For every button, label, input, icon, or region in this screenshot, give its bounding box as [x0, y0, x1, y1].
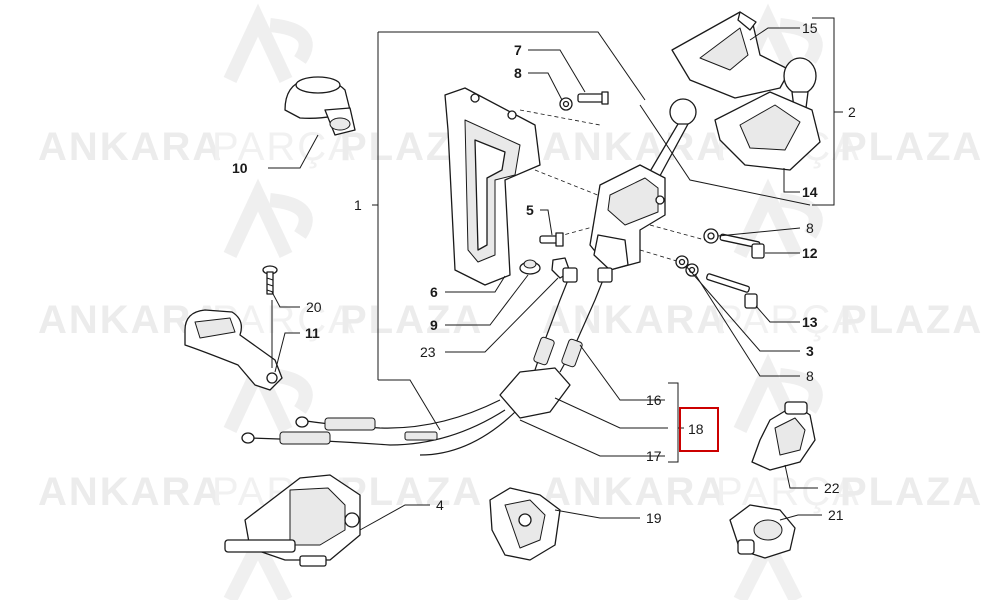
part-8-washer-top	[559, 97, 573, 111]
dash-washer	[649, 224, 706, 241]
watermark-text: ANKARA PARÇA PLAZA ANKARA PARÇA PLAZA AN…	[38, 125, 983, 514]
part-14-knob-boot	[714, 57, 821, 171]
part-3-nut	[675, 255, 689, 269]
callout-6: 6	[430, 284, 438, 300]
callout-13: 13	[802, 314, 818, 330]
callout-8-top: 8	[514, 65, 522, 81]
callout-11: 11	[305, 325, 320, 341]
callout-7: 7	[514, 42, 522, 58]
wm-r2-f: PLAZA	[840, 298, 983, 342]
part-19-mount	[489, 487, 561, 561]
callout-20: 20	[306, 299, 322, 315]
part-11-lever	[184, 309, 283, 391]
part-16-17-cables	[241, 267, 613, 456]
frame-18-bracket	[668, 382, 679, 463]
wm-r3-d: ANKARA	[542, 470, 727, 514]
part-9-nut	[519, 259, 541, 275]
callout-16: 16	[646, 392, 662, 408]
callout-19: 19	[646, 510, 662, 526]
callout-15: 15	[802, 20, 818, 36]
frame-1-bottom	[378, 379, 441, 431]
highlight-box-18	[679, 407, 719, 452]
part-21-clamp	[729, 504, 796, 559]
wm-r1-b: PARÇA	[212, 125, 357, 169]
part-22-holder	[751, 401, 816, 471]
part-10-lock-cylinder	[284, 76, 356, 136]
part-15-boot	[671, 11, 791, 99]
callout-10: 10	[232, 160, 248, 176]
group-frames	[372, 17, 843, 463]
part-8-washer-right	[703, 228, 719, 244]
wm-r3-c: PLAZA	[340, 470, 483, 514]
callout-5: 5	[526, 202, 534, 218]
part-20-screw	[262, 265, 278, 295]
callout-2: 2	[848, 104, 856, 120]
part-shift-lever-assembly	[589, 98, 697, 271]
wm-r1-f: PLAZA	[840, 125, 983, 169]
wm-r2-d: ANKARA	[542, 298, 727, 342]
wm-r2-c: PLAZA	[340, 298, 483, 342]
callout-4: 4	[436, 497, 444, 513]
callout-12: 12	[802, 245, 818, 261]
wm-r1-a: ANKARA	[38, 125, 223, 169]
callout-22: 22	[824, 480, 840, 496]
wm-r3-a: ANKARA	[38, 470, 223, 514]
callout-1: 1	[354, 197, 362, 213]
callout-8-right: 8	[806, 220, 814, 236]
part-4-support-bracket	[224, 474, 361, 567]
callout-labels: 1 2 3 4 5 6 7 8 8 8 9 10 11 12 13 14 15 …	[232, 20, 856, 526]
frame-1-top	[378, 31, 646, 101]
callout-17: 17	[646, 448, 662, 464]
callout-9: 9	[430, 317, 438, 333]
part-5-bolt	[539, 232, 564, 247]
part-13-bolt	[706, 273, 758, 309]
callout-23: 23	[420, 344, 436, 360]
callout-14: 14	[802, 184, 818, 200]
callout-18: 18	[688, 421, 704, 437]
part-7-bolt	[577, 91, 609, 105]
callout-8-lower: 8	[806, 368, 814, 384]
wm-r3-f: PLAZA	[840, 470, 983, 514]
callout-21: 21	[828, 507, 844, 523]
part-12-bolt	[719, 233, 765, 259]
callout-3: 3	[806, 343, 814, 359]
part-6-bracket	[444, 87, 541, 286]
leader-lines	[268, 27, 822, 531]
wm-r1-d: ANKARA	[542, 125, 727, 169]
part-8-washer-lower	[685, 263, 699, 277]
wm-r2-e: PARÇA	[716, 298, 861, 342]
